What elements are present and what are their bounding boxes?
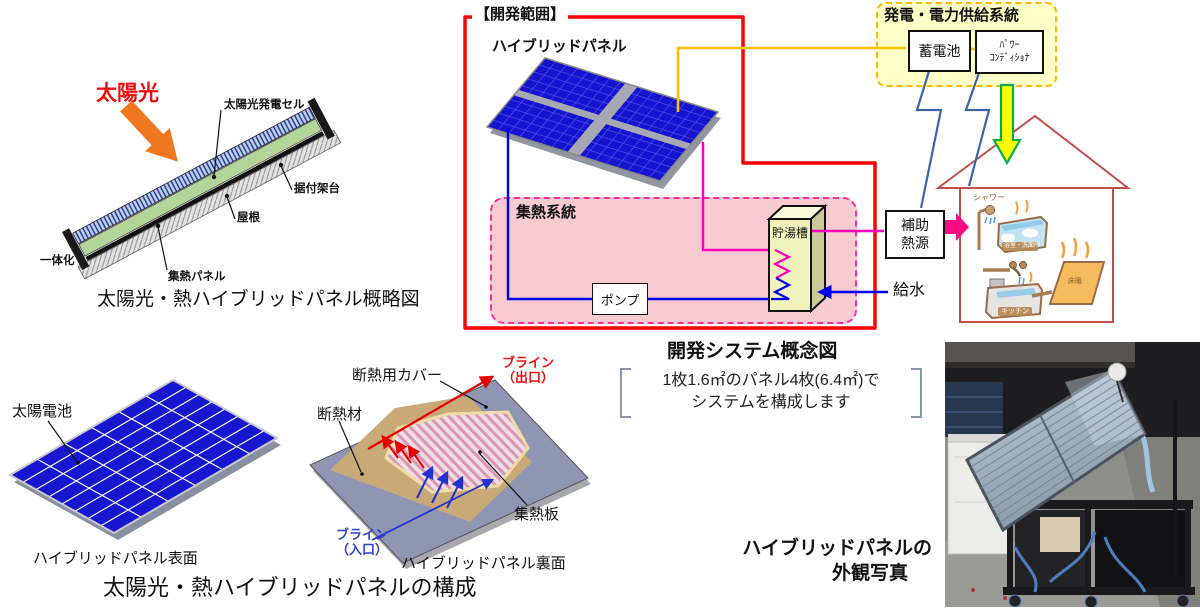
battery-box: 蓄電池 <box>908 30 971 72</box>
panel-photo <box>945 342 1200 609</box>
brine-hot-arrows <box>381 434 425 469</box>
water-supply-label: 給水 <box>893 282 926 299</box>
bolt-conditioner-line <box>964 69 991 187</box>
aux-heat-box: 補助 熱源 <box>885 210 945 259</box>
heat-plate-art <box>384 410 530 494</box>
heat-panel-label: 集熱パネル <box>168 271 226 283</box>
shower-label: シャワー <box>973 193 1005 202</box>
photo-caption-line-2: 外観写真 <box>831 562 908 584</box>
system-diagram <box>463 15 1131 330</box>
house-floor-heating <box>1031 237 1106 305</box>
scope-label: 【開発範囲】 <box>472 6 569 24</box>
thermal-system-title: 集熱系統 <box>516 204 577 221</box>
battery-label: 蓄電池 <box>918 43 961 59</box>
house-bath <box>977 199 1049 254</box>
system-caption: 開発システム概念図 <box>667 341 838 362</box>
note-line-1: 1枚1.6㎡のパネル4枚(6.4㎡)で <box>662 372 880 389</box>
construction-caption: 太陽光・熱ハイブリッドパネルの構成 <box>103 575 477 600</box>
roof-label: 屋根 <box>237 212 260 224</box>
hybrid-panel-schematic <box>62 97 342 280</box>
cold-brine-line <box>506 128 771 301</box>
cover-label: 断熱用カバー <box>352 367 443 384</box>
brine-in-line <box>371 501 449 541</box>
note-bracket-right <box>911 368 922 418</box>
brine-in-line-2: （入口） <box>336 541 389 557</box>
storage-tank <box>766 203 828 314</box>
heat-plate-label: 集熱板 <box>514 506 560 523</box>
brine-out-label: ブライン （出口） <box>502 355 555 386</box>
integrated-label: 一体化 <box>40 255 75 267</box>
floor-heating-label: 床暖 <box>1068 278 1082 285</box>
brine-out-line-2: （出口） <box>502 369 555 385</box>
aux-heat-label-1: 補助 <box>901 217 929 233</box>
panel-back-art <box>309 375 591 569</box>
front-caption: ハイブリッドパネル表面 <box>33 550 198 567</box>
photo-caption-line-1: ハイブリッドパネルの <box>742 538 932 559</box>
hot-brine-line <box>701 142 773 252</box>
kitchen-label: キッチン <box>1001 308 1029 315</box>
bath-label: 浴室・洗面所 <box>1004 243 1041 249</box>
power-system-title: 発電・電力供給系統 <box>884 7 1020 24</box>
back-caption: ハイブリッドパネル裏面 <box>401 555 566 572</box>
pv-cell-label: 太陽光発電セル <box>224 99 305 111</box>
bolt-battery-line <box>915 67 943 209</box>
system-hybrid-panel <box>487 58 721 189</box>
heat-supply-arrow-icon <box>941 213 969 241</box>
sunlight-label: 太陽光 <box>96 82 159 105</box>
photo-caption: ハイブリッドパネルの 外観写真 <box>710 537 932 586</box>
pump-box: ポンプ <box>592 283 648 315</box>
sunlight-arrow-icon <box>120 100 178 162</box>
panel-photo-art <box>945 342 1200 609</box>
power-conditioner-label-2: ｺﾝﾃﾞｨｼｮﾅ <box>989 53 1030 64</box>
brine-in-line-1: ブライン <box>336 527 389 542</box>
solar-cell-label: 太陽電池 <box>12 403 73 420</box>
panel-front-art <box>10 380 281 540</box>
development-scope-border <box>463 15 877 330</box>
insulation-label: 断熱材 <box>317 406 363 423</box>
note-line-2: システムを構成します <box>691 393 851 411</box>
power-supply-arrow-icon <box>992 83 1022 166</box>
pump-label: ポンプ <box>600 292 640 308</box>
electric-line <box>676 46 906 112</box>
brine-out-line-1: ブライン <box>502 355 555 370</box>
power-conditioner-box: ﾊﾟﾜｰ ｺﾝﾃﾞｨｼｮﾅ <box>975 30 1044 74</box>
note-bracket-left <box>620 368 631 418</box>
system-note: 1枚1.6㎡のパネル4枚(6.4㎡)で システムを構成します <box>620 368 922 418</box>
schematic-caption: 太陽光・熱ハイブリッドパネル概略図 <box>97 289 420 310</box>
aux-heat-label-2: 熱源 <box>901 234 929 251</box>
tank-label: 貯湯槽 <box>771 226 808 240</box>
mount-label: 据付架台 <box>294 183 340 195</box>
house-kitchen <box>983 261 1044 320</box>
brine-cold-arrows <box>416 465 464 509</box>
power-conditioner-label-1: ﾊﾟﾜｰ <box>999 40 1020 51</box>
brine-in-label: ブライン （入口） <box>336 527 389 558</box>
system-panel-label: ハイブリッドパネル <box>492 38 627 55</box>
